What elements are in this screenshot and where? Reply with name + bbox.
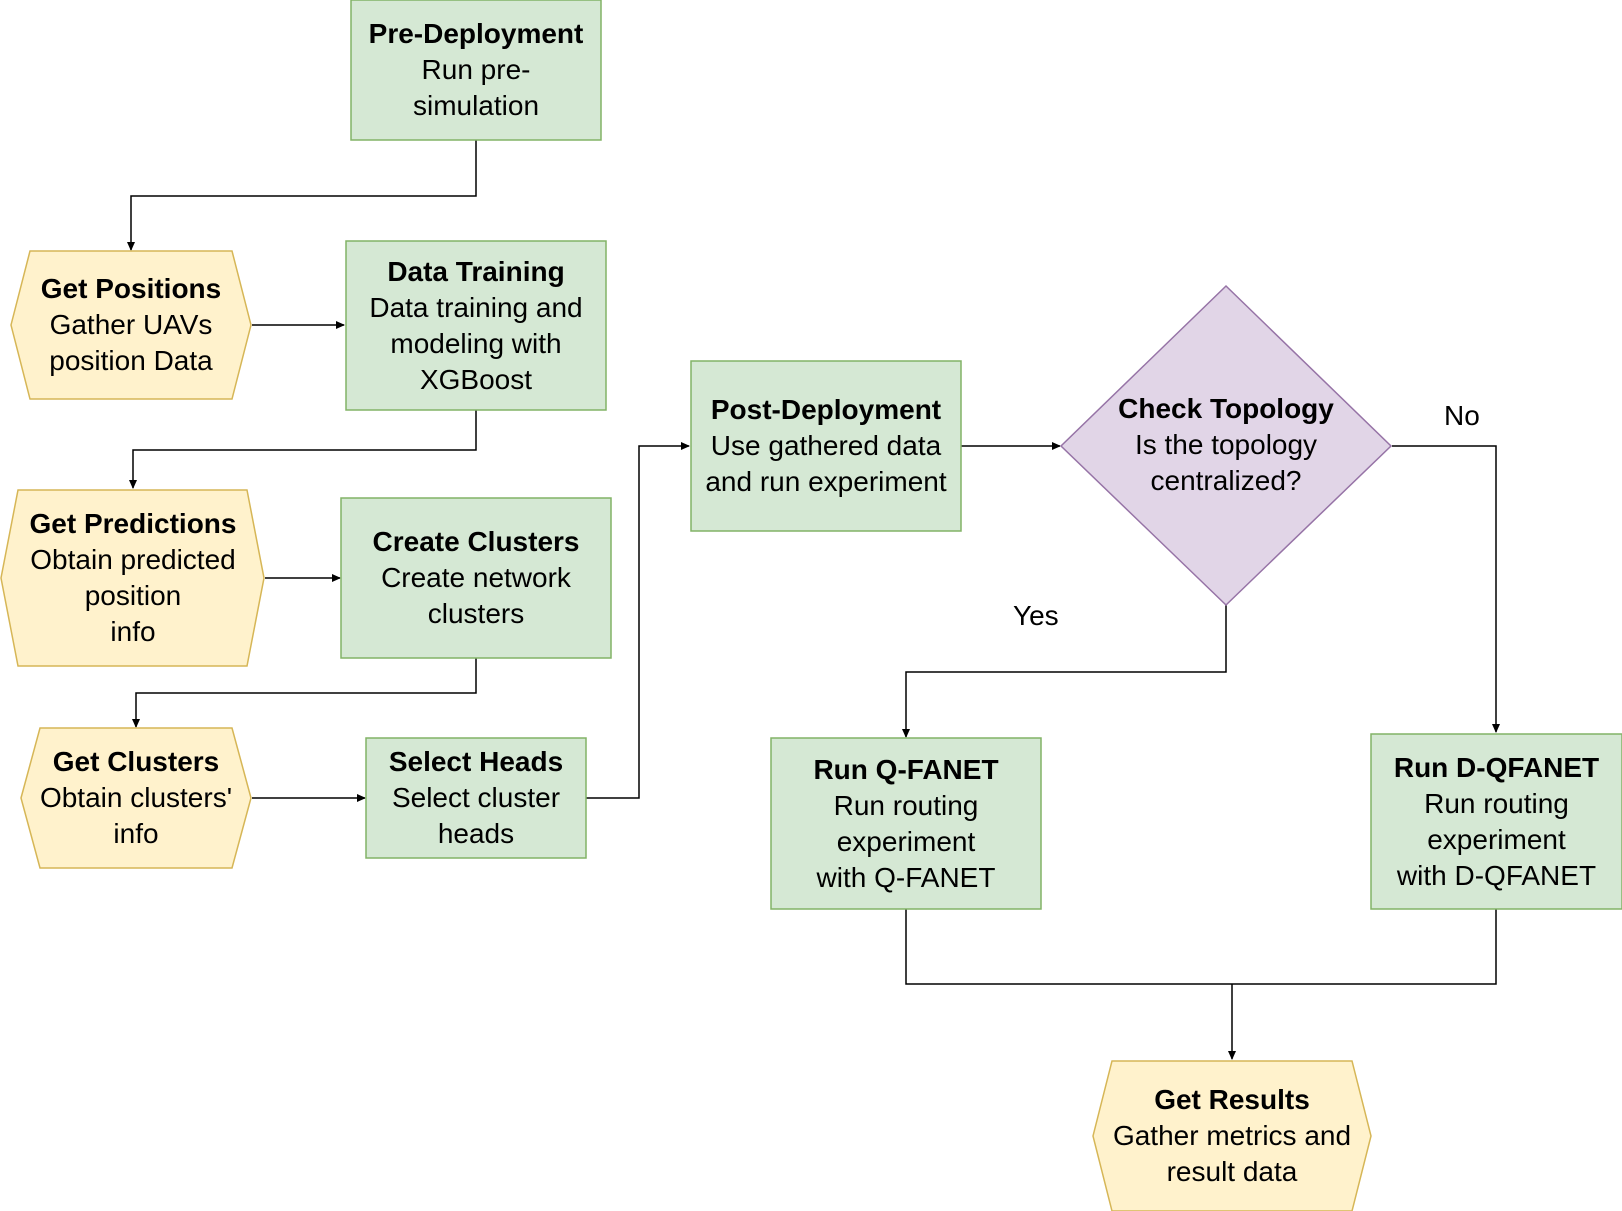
node-shape-get-predictions [0,489,265,667]
node-shape-post-deployment [690,360,962,532]
node-post-deployment: Post-Deployment Use gathered data and ru… [691,361,961,531]
node-shape-get-results [1092,1060,1372,1211]
node-title: Get Results [1154,1084,1310,1115]
node-shape-check-topology [1059,284,1393,607]
node-body: Gather metrics and result data [1112,1120,1352,1187]
node-shape-run-qfanet [770,737,1042,910]
node-create-clusters: Create Clusters Create network clusters [341,498,611,658]
data-nodes [0,250,1372,1211]
node-title: Get Predictions [29,508,237,539]
node-body: Obtain predicted position info [30,544,236,647]
node-get-positions: Get Positions Gather UAVs position Data [11,251,251,399]
node-body: Select cluster heads [391,782,561,849]
edge-create-clusters-to-get-clusters [132,658,477,728]
edge-pre-deployment-to-get-positions [127,140,477,251]
node-title: Data Training [387,255,565,287]
node-check-topology: Check Topology Is the topology centraliz… [1096,370,1356,520]
edge-label-no: No [1444,400,1480,431]
node-title: Get Positions [40,273,222,304]
edge-check-topology-yes [902,605,1227,738]
node-body: Data training and modeling with XGBoost [369,291,583,395]
node-shape-select-heads [365,737,587,859]
node-get-results: Get Results Gather metrics and result da… [1093,1061,1371,1211]
node-shape-create-clusters [340,497,612,659]
node-body: Run routing experiment with Q-FANET [816,789,996,893]
node-body: Run pre- simulation [412,54,540,121]
node-body: Create network clusters [381,562,571,629]
node-body: Use gathered data and run experiment [705,430,947,497]
node-body: Obtain clusters' info [39,782,233,849]
node-shape-run-dqfanet [1370,733,1622,910]
process-nodes [340,0,1622,910]
node-title: Pre-Deployment [368,18,584,49]
node-shape-data-training [345,240,607,411]
node-shape-get-positions [10,250,252,400]
node-title: Run Q-FANET [813,753,999,785]
edge-qfanet-merge [905,909,1497,985]
node-body: Run routing experiment with D-QFANET [1396,787,1597,891]
connectors [127,140,1500,1060]
node-data-training: Data Training Data training and modeling… [346,241,606,410]
node-title: Run D-QFANET [1393,751,1600,783]
node-shape-pre-deployment [350,0,602,141]
node-title: Select Heads [388,746,564,777]
node-select-heads: Select Heads Select cluster heads [366,738,586,858]
node-shape-get-clusters [20,727,252,869]
node-title: Get Clusters [52,746,220,777]
node-body: Is the topology centralized? [1134,429,1318,496]
node-title: Create Clusters [372,526,580,557]
edge-data-training-to-get-predictions [129,410,477,489]
edge-select-heads-to-post-deployment [586,442,690,799]
node-run-qfanet: Run Q-FANET Run routing experiment with … [771,738,1041,909]
node-pre-deployment: Pre-Deployment Run pre- simulation [351,0,601,140]
node-title: Post-Deployment [710,394,942,425]
node-get-clusters: Get Clusters Obtain clusters' info [21,728,251,868]
node-get-predictions: Get Predictions Obtain predicted positio… [1,490,265,666]
node-body: Gather UAVs position Data [49,309,213,376]
node-run-dqfanet: Run D-QFANET Run routing experiment with… [1371,734,1622,909]
edge-label-yes: Yes [1013,600,1059,631]
edge-check-topology-no [1392,445,1500,733]
node-title: Check Topology [1118,393,1334,424]
